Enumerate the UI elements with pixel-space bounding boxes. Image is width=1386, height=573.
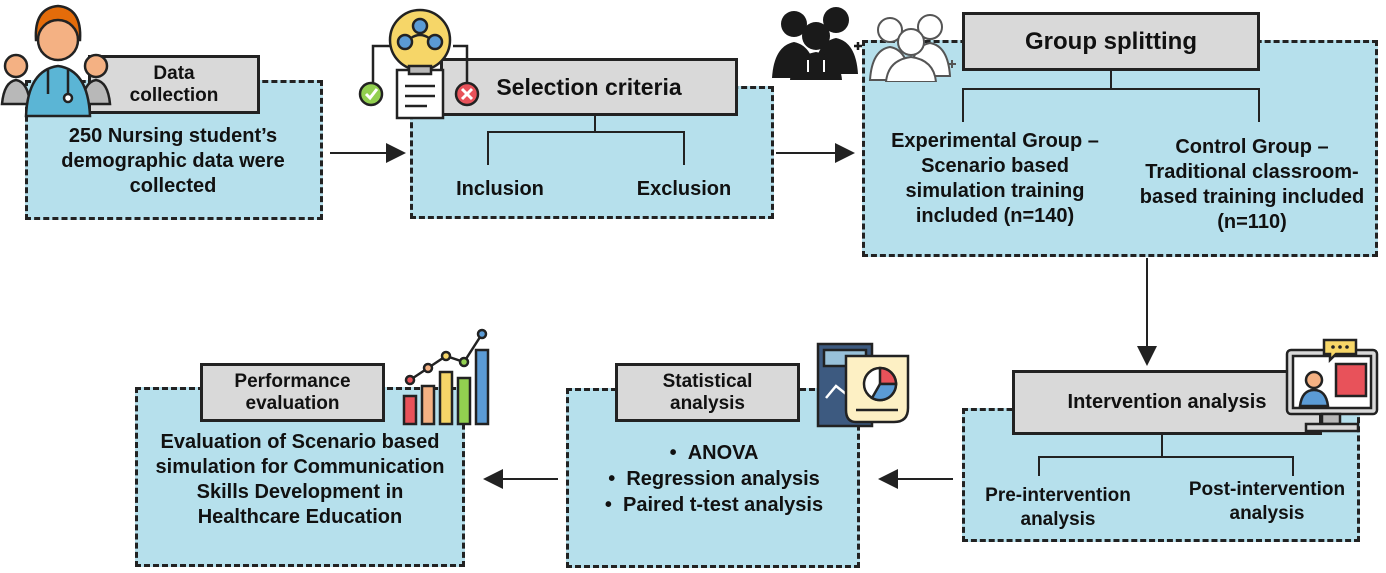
method-regression-label: Regression analysis bbox=[626, 468, 820, 490]
group-splitting-title: Group splitting bbox=[1025, 27, 1197, 55]
method-paired-t-test-label: Paired t-test analysis bbox=[623, 494, 824, 516]
method-anova-label: ANOVA bbox=[687, 442, 759, 464]
performance-evaluation-header: Performance evaluation bbox=[200, 363, 385, 422]
intervention-analysis-header: Intervention analysis bbox=[1012, 370, 1322, 435]
video-call-icon bbox=[1285, 338, 1379, 433]
statistical-analysis-title: Statistical analysis bbox=[662, 370, 753, 414]
pre-intervention-label: Pre-intervention analysis bbox=[985, 485, 1131, 530]
method-paired-t-test: • Paired t-test analysis bbox=[604, 494, 824, 516]
exclusion-label: Exclusion bbox=[636, 178, 732, 200]
growth-chart-icon bbox=[402, 328, 490, 426]
inclusion-label: Inclusion bbox=[456, 178, 544, 200]
method-anova: • ANOVA bbox=[669, 442, 759, 464]
nurse-team-icon bbox=[0, 4, 112, 118]
medical-team-outline-icon bbox=[868, 14, 956, 82]
data-collection-title: Data collection bbox=[129, 62, 219, 106]
selection-clipboard-icon bbox=[358, 8, 480, 120]
group-splitting-header: Group splitting bbox=[962, 12, 1260, 71]
intervention-analysis-title: Intervention analysis bbox=[1067, 391, 1267, 413]
method-regression: • Regression analysis bbox=[608, 468, 820, 490]
statistics-method-list: • ANOVA • Regression analysis • Paired t… bbox=[580, 440, 848, 518]
performance-evaluation-title: Performance evaluation bbox=[234, 370, 351, 414]
control-group-text: Control Group – Traditional classroom-ba… bbox=[1139, 136, 1365, 233]
selection-criteria-header: Selection criteria bbox=[440, 58, 738, 116]
post-intervention-label: Post-intervention analysis bbox=[1188, 479, 1346, 524]
statistical-analysis-header: Statistical analysis bbox=[615, 363, 800, 422]
experimental-group-text: Experimental Group – Scenario based simu… bbox=[891, 130, 1099, 227]
performance-evaluation-body: Evaluation of Scenario based simulation … bbox=[155, 431, 445, 528]
data-collection-body: 250 Nursing student’s demographic data w… bbox=[61, 125, 285, 197]
medical-team-icon bbox=[772, 7, 862, 80]
analysis-document-icon bbox=[816, 342, 910, 428]
selection-criteria-title: Selection criteria bbox=[496, 73, 682, 100]
